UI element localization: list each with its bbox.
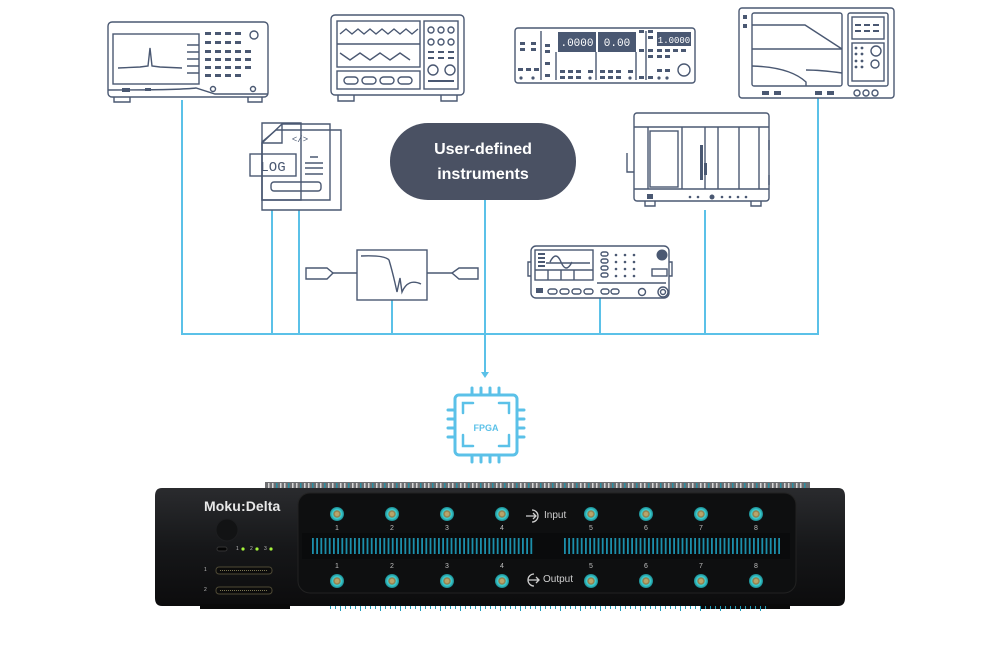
status-leds <box>241 547 273 551</box>
counter-display-1: .0000 <box>560 38 593 50</box>
moku-delta-device <box>155 482 845 611</box>
frequency-counter-icon: .0000 0.00 1.0000 <box>514 27 696 84</box>
node-label-line2: instruments <box>437 165 529 183</box>
expansion-slots <box>215 566 273 595</box>
counter-display-2: 0.00 <box>604 38 630 50</box>
data-logger-icon: </> LOG <box>249 122 342 211</box>
output-port-number: 2 <box>390 563 394 570</box>
output-port-number: 5 <box>589 563 593 570</box>
input-label: Input <box>544 510 567 521</box>
device-brand: Moku:Delta <box>204 498 281 514</box>
user-defined-instruments-node: User-defined instruments <box>390 123 576 200</box>
output-port-number: 8 <box>754 563 758 570</box>
output-label: Output <box>543 574 574 585</box>
input-arrow-icon <box>526 509 539 523</box>
input-port-number: 5 <box>589 525 593 532</box>
waveform-generator-icon <box>527 245 673 299</box>
node-label-line1: User-defined <box>434 140 532 158</box>
network-analyzer-icon <box>738 7 895 99</box>
input-port-number: 3 <box>445 525 449 532</box>
led-label-1: 1 <box>236 546 239 552</box>
input-port-number: 7 <box>699 525 703 532</box>
fpga-chip-icon <box>446 386 526 464</box>
input-port-number: 8 <box>754 525 758 532</box>
input-port-number: 1 <box>335 525 339 532</box>
fpga-label: FPGA <box>473 423 499 433</box>
log-label: LOG <box>260 160 285 176</box>
output-port-number: 4 <box>500 563 504 570</box>
input-port-number: 4 <box>500 525 504 532</box>
oscilloscope-icon <box>330 14 465 102</box>
svg-text:</>: </> <box>292 135 308 145</box>
connection-wires <box>181 98 819 378</box>
output-port-number: 1 <box>335 563 339 570</box>
counter-display-3: 1.0000 <box>658 36 690 46</box>
led-label-2: 2 <box>250 546 253 552</box>
slot-label-1: 1 <box>204 567 207 573</box>
output-arrow-icon <box>527 573 540 587</box>
input-port-number: 6 <box>644 525 648 532</box>
pxi-chassis-icon <box>626 112 770 207</box>
filter-block-icon <box>305 249 479 301</box>
spectrum-analyzer-icon <box>107 21 269 103</box>
slot-label-2: 2 <box>204 587 207 593</box>
led-label-3: 3 <box>264 546 267 552</box>
output-port-number: 6 <box>644 563 648 570</box>
front-vent-grille <box>312 538 780 554</box>
output-port-number: 7 <box>699 563 703 570</box>
input-port-number: 2 <box>390 525 394 532</box>
output-port-number: 3 <box>445 563 449 570</box>
